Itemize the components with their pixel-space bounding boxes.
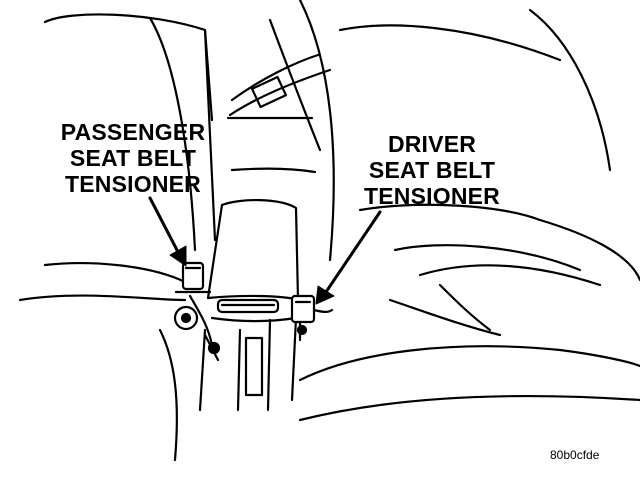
driver-tensioner-label: DRIVER SEAT BELT TENSIONER — [350, 131, 514, 209]
passenger-tensioner — [173, 261, 221, 362]
passenger-tensioner-label: PASSENGER SEAT BELT TENSIONER — [42, 119, 224, 197]
passenger-leader-arrow — [148, 196, 187, 267]
driver-label-line-2: SEAT BELT — [368, 157, 496, 183]
rear-seat-belt — [226, 18, 332, 174]
passenger-label-line-3: TENSIONER — [65, 171, 201, 197]
driver-seat — [298, 0, 640, 422]
driver-tensioner — [290, 294, 334, 342]
passenger-label-line-2: SEAT BELT — [69, 145, 197, 171]
driver-label-line-1: DRIVER — [387, 131, 477, 157]
passenger-seat — [18, 13, 217, 462]
driver-leader-arrow — [315, 210, 382, 305]
center-console — [198, 198, 302, 412]
passenger-label-line-1: PASSENGER — [60, 119, 206, 145]
figure-code: 80b0cfde — [550, 448, 600, 462]
driver-label-line-3: TENSIONER — [364, 183, 500, 209]
